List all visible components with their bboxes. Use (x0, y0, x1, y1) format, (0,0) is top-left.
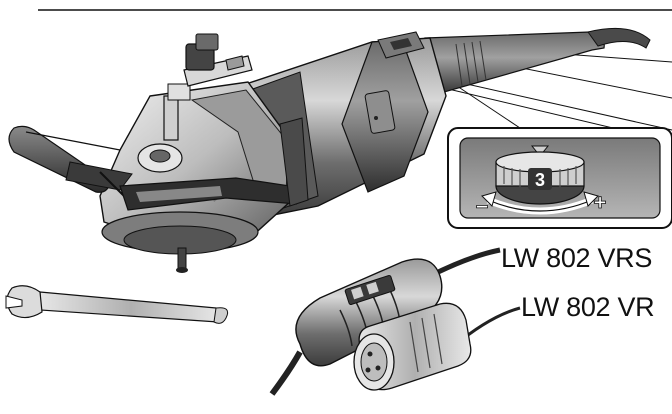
inline-control-box (295, 258, 443, 367)
dial-setting: 3 (535, 170, 545, 190)
model-label-vr: LW 802 VR (521, 292, 655, 322)
tool-rear-handle (424, 27, 651, 97)
housing-cover-plate (364, 90, 396, 134)
dial-plus-sign: + (594, 190, 607, 215)
dial-minus-sign: − (476, 194, 489, 219)
speed-dial-inset: 3 − + (447, 127, 672, 229)
model-label-vrs: LW 802 VRS (501, 243, 653, 273)
dial-marker-icon (530, 145, 550, 157)
power-cable (269, 350, 303, 396)
tool-front-clamp (119, 117, 309, 211)
tool-water-fitting (163, 33, 253, 141)
wrench-icon (5, 285, 229, 324)
power-plug-icon (353, 302, 472, 391)
